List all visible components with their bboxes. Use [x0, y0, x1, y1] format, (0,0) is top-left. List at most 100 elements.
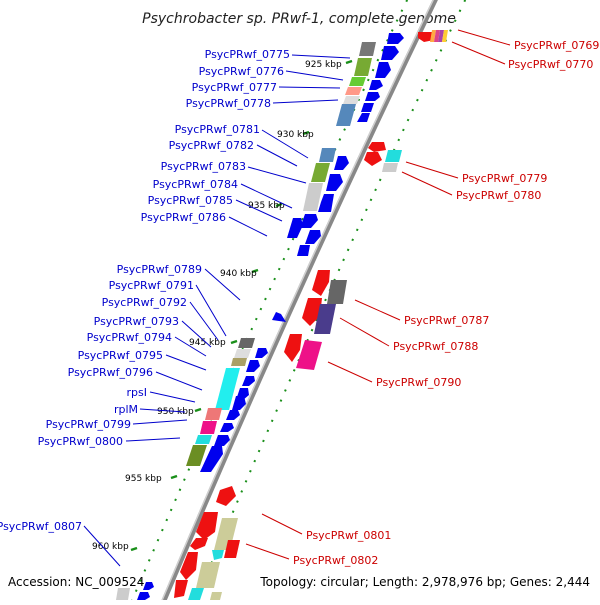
tick-950 — [194, 407, 202, 413]
gene-arrow — [300, 214, 318, 228]
feature-lightgray — [343, 96, 360, 104]
leader — [174, 336, 207, 357]
gene-arrow — [190, 538, 208, 550]
leader — [181, 320, 212, 348]
gene-label-0790[interactable]: PsycPRwf_0790 — [376, 376, 461, 389]
feature-olive-3 — [186, 445, 207, 466]
gene-arrow — [365, 92, 380, 101]
feature-lightgray-2 — [303, 183, 323, 211]
gene-arrow — [180, 552, 198, 580]
tick-940 — [251, 268, 259, 274]
gene-label-0787[interactable]: PsycPRwf_0787 — [404, 314, 489, 327]
feature-lightgray-inner — [382, 163, 398, 172]
gene-label-0802[interactable]: PsycPRwf_0802 — [293, 554, 378, 567]
gene-label-0789[interactable]: PsycPRwf_0789 — [117, 263, 202, 276]
leader — [278, 86, 341, 89]
gene-label-0792[interactable]: PsycPRwf_0792 — [102, 296, 187, 309]
leader — [235, 199, 283, 222]
kbp-label-935: 935 kbp — [248, 201, 285, 211]
gene-label-0783[interactable]: PsycPRwf_0783 — [161, 160, 246, 173]
leader — [285, 70, 344, 81]
gene-arrow — [361, 103, 374, 112]
kbp-ticks — [130, 59, 353, 552]
gene-arrow — [334, 156, 349, 170]
leader — [139, 408, 186, 413]
tick-925 — [345, 59, 353, 65]
genome-backbone — [159, 0, 438, 605]
leader — [401, 171, 453, 196]
feature-gray — [359, 42, 376, 56]
kbp-label-925: 925 kbp — [305, 60, 342, 70]
gene-arrow — [369, 80, 383, 90]
gene-label-0793[interactable]: PsycPRwf_0793 — [94, 315, 179, 328]
accession-text: Accession: NC_009524 — [8, 575, 144, 589]
gene-label-0778[interactable]: PsycPRwf_0778 — [186, 97, 271, 110]
forward-strand-features — [137, 33, 404, 600]
outer-feature-track — [186, 42, 376, 466]
feature-green — [349, 77, 366, 86]
feature-olive — [354, 58, 372, 76]
gene-arrow — [174, 580, 188, 598]
feature-cyan-inner-3 — [188, 588, 204, 600]
left-leader-lines — [83, 54, 351, 567]
gene-label-0770[interactable]: PsycPRwf_0770 — [508, 58, 593, 71]
gene-arrow — [143, 582, 154, 590]
leader — [256, 144, 298, 167]
feature-magenta — [200, 421, 217, 434]
gene-label-0777[interactable]: PsycPRwf_0777 — [192, 81, 277, 94]
reverse-strand-features — [116, 30, 448, 600]
gene-label-0784[interactable]: PsycPRwf_0784 — [153, 178, 238, 191]
gene-label-rplM[interactable]: rplM — [114, 403, 138, 416]
gene-label-0775[interactable]: PsycPRwf_0775 — [205, 48, 290, 61]
gene-label-0785[interactable]: PsycPRwf_0785 — [148, 194, 233, 207]
gene-label-0796[interactable]: PsycPRwf_0796 — [68, 366, 153, 379]
feature-lightgray-bottom — [116, 588, 130, 600]
gene-arrow — [305, 230, 321, 244]
feature-khaki-inner-2 — [196, 562, 220, 588]
gene-label-0799[interactable]: PsycPRwf_0799 — [46, 418, 131, 431]
gene-arrow — [220, 423, 234, 432]
gene-label-0782[interactable]: PsycPRwf_0782 — [169, 139, 254, 152]
leader — [195, 284, 227, 337]
gene-label-0779[interactable]: PsycPRwf_0779 — [462, 172, 547, 185]
gene-arrow — [387, 33, 404, 44]
gene-label-0801[interactable]: PsycPRwf_0801 — [306, 529, 391, 542]
gene-arrow — [216, 486, 236, 506]
kbp-label-945: 945 kbp — [189, 338, 226, 348]
gene-label-0794[interactable]: PsycPRwf_0794 — [87, 331, 172, 344]
leader — [165, 354, 207, 371]
kbp-label-930: 930 kbp — [277, 130, 314, 140]
gene-arrow — [246, 360, 260, 372]
gene-label-0769[interactable]: PsycPRwf_0769 — [514, 39, 599, 52]
genome-backbone-highlight — [159, 0, 435, 605]
leader — [204, 268, 241, 301]
gene-arrow — [318, 194, 334, 212]
gene-arrow — [418, 32, 434, 42]
gene-label-0781[interactable]: PsycPRwf_0781 — [175, 123, 260, 136]
leader — [261, 513, 303, 535]
gene-arrow — [255, 348, 268, 358]
gene-label-0800[interactable]: PsycPRwf_0800 — [38, 435, 123, 448]
leader — [83, 525, 121, 567]
tick-960 — [130, 546, 138, 552]
gene-arrow — [232, 396, 246, 410]
gene-arrow — [357, 113, 370, 122]
leader — [240, 183, 293, 209]
gene-label-0776[interactable]: PsycPRwf_0776 — [199, 65, 284, 78]
feature-gray-2 — [238, 338, 255, 348]
leader — [457, 29, 511, 46]
gene-label-rpsI[interactable]: rpsI — [127, 386, 147, 399]
kbp-label-955: 955 kbp — [125, 474, 162, 484]
gene-label-0807[interactable]: PsycPRwf_0807 — [0, 520, 82, 533]
gene-label-0791[interactable]: PsycPRwf_0791 — [109, 279, 194, 292]
gene-label-0786[interactable]: PsycPRwf_0786 — [141, 211, 226, 224]
leader — [405, 161, 459, 179]
gene-label-0795[interactable]: PsycPRwf_0795 — [78, 349, 163, 362]
kbp-label-940: 940 kbp — [220, 269, 257, 279]
topology-text: Topology: circular; Length: 2,978,976 bp… — [259, 575, 590, 589]
gene-label-0788[interactable]: PsycPRwf_0788 — [393, 340, 478, 353]
gene-label-0780[interactable]: PsycPRwf_0780 — [456, 189, 541, 202]
feature-salmon — [345, 87, 362, 95]
feature-khaki-inner-3 — [210, 592, 222, 600]
